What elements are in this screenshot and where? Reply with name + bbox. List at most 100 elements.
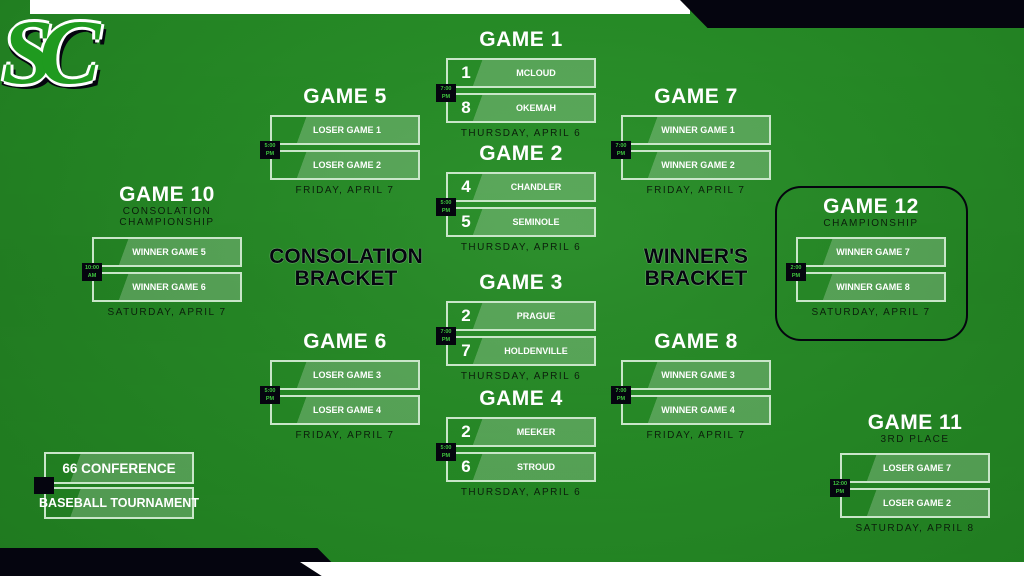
team-name: MEEKER <box>516 427 556 437</box>
game-date: FRIDAY, APRIL 7 <box>646 185 746 196</box>
bottom-black-band <box>0 548 345 576</box>
time-value: 10:00 <box>84 265 100 271</box>
game-subtitle: CHAMPIONSHIP <box>823 218 919 229</box>
time-value: 2:00 <box>790 265 802 271</box>
game-title: GAME 5 <box>303 85 387 108</box>
team-name: WINNER GAME 3 <box>661 370 735 380</box>
time-period: PM <box>616 396 626 402</box>
matchup-slot[interactable]: 1 MCLOUD <box>446 58 596 88</box>
team-name: STROUD <box>517 462 555 472</box>
game-title: GAME 11 <box>867 411 963 434</box>
label-line: BRACKET <box>294 267 398 290</box>
matchup-slot[interactable]: WINNER GAME 1 <box>621 115 771 145</box>
matchup-slot[interactable]: 2 MEEKER <box>446 417 596 447</box>
game-date: FRIDAY, APRIL 7 <box>295 185 395 196</box>
label-line: CONSOLATION <box>269 245 423 268</box>
matchup-slot[interactable]: WINNER GAME 2 <box>621 150 771 180</box>
tournament-title-line1: 66 CONFERENCE <box>44 452 194 484</box>
seed-number: 2 <box>461 422 471 441</box>
tournament-title-line2: BASEBALL TOURNAMENT <box>39 487 199 519</box>
game-date: FRIDAY, APRIL 7 <box>295 430 395 441</box>
team-name: CHANDLER <box>510 182 562 192</box>
time-value: 7:00 <box>440 329 452 335</box>
matchup-slot[interactable]: WINNER GAME 5 <box>92 237 242 267</box>
team-name: OKEMAH <box>516 103 556 113</box>
game-date: THURSDAY, APRIL 6 <box>460 371 582 382</box>
matchup-slot[interactable]: WINNER GAME 4 <box>621 395 771 425</box>
game-title: GAME 12 <box>823 195 919 218</box>
matchup-slot[interactable]: 8 OKEMAH <box>446 93 596 123</box>
game-title: GAME 10 <box>119 183 215 206</box>
time-value: 5:00 <box>264 143 276 149</box>
matchup-slot[interactable]: LOSER GAME 4 <box>270 395 420 425</box>
seed-number: 8 <box>461 98 471 117</box>
winners-bracket-label: WINNER'S BRACKET <box>606 246 786 290</box>
bottom-white-band <box>300 562 1024 576</box>
team-name: LOSER GAME 3 <box>312 370 381 380</box>
matchup-slot[interactable]: LOSER GAME 1 <box>270 115 420 145</box>
matchup-slot[interactable]: WINNER GAME 3 <box>621 360 771 390</box>
game-date: SATURDAY, APRIL 8 <box>855 523 975 534</box>
time-value: 5:00 <box>440 445 452 451</box>
team-name: WINNER GAME 2 <box>661 160 735 170</box>
time-period: PM <box>835 489 845 495</box>
label-line: BRACKET <box>644 267 748 290</box>
game-title: GAME 8 <box>654 330 738 353</box>
school-logo: SC <box>2 1 101 103</box>
seed-number: 5 <box>461 212 471 231</box>
matchup-slot[interactable]: WINNER GAME 6 <box>92 272 242 302</box>
team-name: LOSER GAME 1 <box>312 125 381 135</box>
matchup-slot[interactable]: LOSER GAME 3 <box>270 360 420 390</box>
matchup-slot[interactable]: LOSER GAME 7 <box>840 453 990 483</box>
time-period: PM <box>265 396 275 402</box>
time-value: 7:00 <box>615 143 627 149</box>
team-name: MCLOUD <box>516 68 556 78</box>
matchup-slot[interactable]: WINNER GAME 7 <box>796 237 946 267</box>
game-title: GAME 2 <box>479 142 563 165</box>
team-name: WINNER GAME 1 <box>661 125 735 135</box>
team-name: WINNER GAME 8 <box>836 282 910 292</box>
time-period: PM <box>616 151 626 157</box>
top-white-band <box>30 0 690 14</box>
game-date: THURSDAY, APRIL 6 <box>460 128 582 139</box>
consolation-bracket-label: CONSOLATION BRACKET <box>256 246 436 290</box>
time-period: PM <box>791 273 801 279</box>
game-title: GAME 4 <box>479 387 563 410</box>
game-title: GAME 6 <box>303 330 387 353</box>
seed-number: 2 <box>461 306 471 325</box>
matchup-slot[interactable]: LOSER GAME 2 <box>270 150 420 180</box>
matchup-slot[interactable]: WINNER GAME 8 <box>796 272 946 302</box>
time-period: PM <box>441 94 451 100</box>
championship-frame <box>775 186 968 341</box>
matchup-slot[interactable]: 7 HOLDENVILLE <box>446 336 596 366</box>
time-period: PM <box>441 337 451 343</box>
top-black-band <box>680 0 1024 28</box>
seed-number: 7 <box>461 341 471 360</box>
team-name: WINNER GAME 4 <box>661 405 735 415</box>
game-title: GAME 7 <box>654 85 738 108</box>
time-period: PM <box>441 208 451 214</box>
team-name: LOSER GAME 2 <box>312 160 381 170</box>
time-value: 5:00 <box>264 388 276 394</box>
matchup-slot[interactable]: LOSER GAME 2 <box>840 488 990 518</box>
time-value: 12:00 <box>832 481 848 487</box>
seed-number: 1 <box>461 63 471 82</box>
time-period: PM <box>265 151 275 157</box>
time-value: 7:00 <box>440 86 452 92</box>
game-date: THURSDAY, APRIL 6 <box>460 487 582 498</box>
team-name: HOLDENVILLE <box>504 346 568 356</box>
